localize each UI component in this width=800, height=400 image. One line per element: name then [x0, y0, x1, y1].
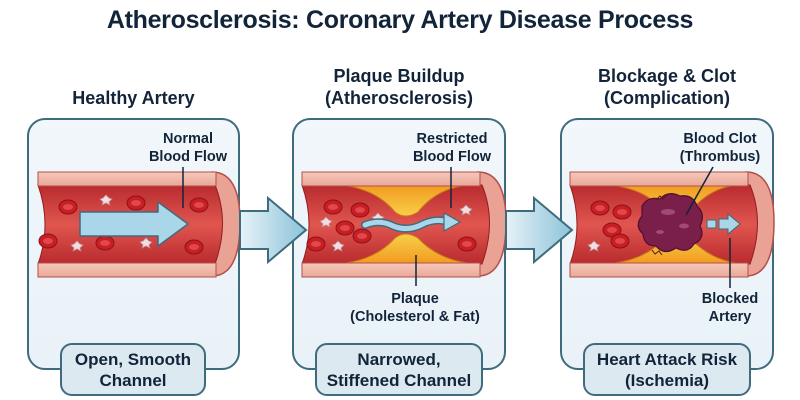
- callout-blood-clot: Blood Clot (Thrombus): [670, 130, 770, 166]
- stage-title-plaque: Plaque Buildup (Atherosclerosis): [282, 65, 516, 109]
- transition-arrow-icon: [505, 195, 574, 265]
- summary-line: Heart Attack Risk: [596, 349, 738, 369]
- stage-title-line: Blockage & Clot: [597, 66, 737, 86]
- callout-line: Artery: [708, 309, 752, 325]
- summary-line: Stiffened Channel: [326, 370, 472, 390]
- callout-line: (Thrombus): [679, 149, 761, 165]
- plaque-artery-icon: [301, 167, 507, 286]
- stage-title-line: Plaque Buildup: [333, 66, 465, 86]
- diagram-title: Atherosclerosis: Coronary Artery Disease…: [106, 6, 694, 34]
- summary-line: Open, Smooth: [74, 349, 192, 369]
- callout-plaque: Plaque (Cholesterol & Fat): [340, 290, 490, 326]
- blocked-artery-icon: [569, 166, 775, 288]
- healthy-artery-icon: [37, 167, 241, 278]
- callout-line: Plaque: [391, 291, 439, 307]
- stage-title-healthy: Healthy Artery: [27, 87, 240, 109]
- callout-blocked-artery: Blocked Artery: [690, 290, 770, 326]
- transition-arrow-icon: [239, 195, 308, 265]
- callout-line: Restricted: [416, 131, 488, 147]
- stage-title-blockage: Blockage & Clot (Complication): [550, 65, 784, 109]
- stage-title-line: (Atherosclerosis): [324, 88, 474, 108]
- summary-line: Narrowed,: [357, 349, 441, 369]
- summary-plaque: Narrowed, Stiffened Channel: [315, 343, 483, 396]
- summary-blockage: Heart Attack Risk (Ischemia): [583, 343, 751, 396]
- callout-line: Blood Clot: [683, 131, 757, 147]
- callout-normal-blood-flow: Normal Blood Flow: [140, 130, 236, 166]
- summary-line: Channel: [99, 370, 167, 390]
- summary-healthy: Open, Smooth Channel: [60, 343, 206, 396]
- callout-line: Blocked: [701, 291, 759, 307]
- callout-line: Normal: [163, 131, 213, 147]
- summary-line: (Ischemia): [624, 370, 710, 390]
- callout-line: Blood Flow: [148, 149, 228, 165]
- stage-title-line: (Complication): [604, 88, 730, 108]
- callout-line: Blood Flow: [412, 149, 492, 165]
- stage-title-line: Healthy Artery: [72, 88, 195, 108]
- callout-restricted-blood-flow: Restricted Blood Flow: [402, 130, 502, 166]
- callout-line: (Cholesterol & Fat): [350, 309, 480, 325]
